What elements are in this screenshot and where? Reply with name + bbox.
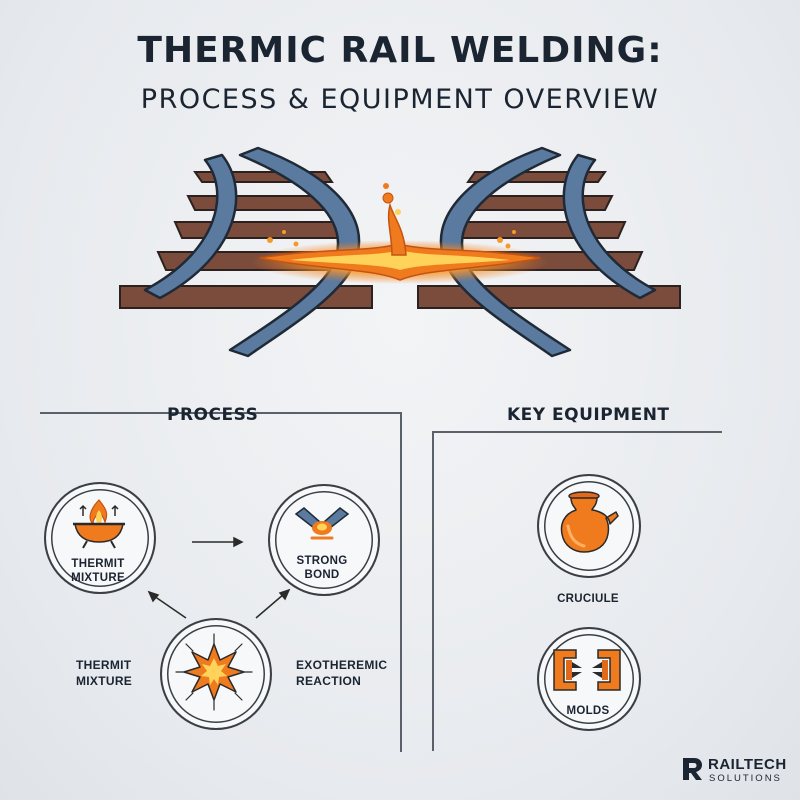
equipment-heading: KEY EQUIPMENT — [507, 405, 670, 425]
left-rails — [143, 146, 361, 358]
right-rails — [439, 146, 657, 358]
arrow-reaction-to-mixture — [147, 590, 160, 603]
molds-label: MOLDS — [566, 705, 610, 717]
reaction-left-label: THERMIT MIXTURE — [76, 658, 133, 688]
explosion-burst-icon — [175, 633, 253, 711]
equipment-heading-rule — [432, 431, 722, 433]
sections-vertical-divider — [400, 412, 402, 752]
strong-bond-circle-label: STRONG BOND — [296, 555, 348, 581]
page-title: THERMIC RAIL WELDING: — [137, 30, 663, 71]
crucible-fire-icon — [73, 499, 125, 549]
rail-joint-icon — [294, 507, 350, 540]
process-heading-rule — [40, 412, 400, 414]
brand-name: RAILTECH — [708, 756, 787, 773]
brand-tagline: SOLUTIONS — [709, 773, 782, 784]
rail-weld-illustration — [119, 146, 681, 358]
molds-icon — [553, 649, 621, 691]
crucible-label: CRUCIULE — [557, 593, 619, 605]
thermit-mixture-circle-label: THERMIT MIXTURE — [71, 558, 125, 584]
arrow-reaction-to-bond — [278, 588, 291, 601]
reaction-right-label: EXOTHEREMIC REACTION — [296, 658, 388, 688]
arrow-mixture-to-bond — [233, 536, 244, 548]
molten-weld — [250, 183, 550, 284]
process-heading: PROCESS — [167, 405, 259, 425]
crucible-pot-icon — [560, 491, 619, 553]
railtech-logo-icon — [683, 758, 702, 780]
process-flow-arrows — [147, 536, 291, 619]
page-subtitle: PROCESS & EQUIPMENT OVERVIEW — [140, 84, 660, 115]
strong-bond-circle — [268, 484, 380, 596]
equipment-vertical-divider — [432, 431, 434, 751]
